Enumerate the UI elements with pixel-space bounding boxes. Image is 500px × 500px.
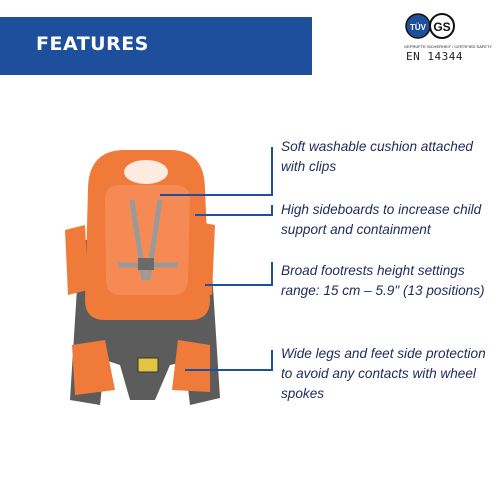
tuv-gs-cert-logo: TÜV GS (405, 13, 455, 39)
feature-leg-protection: Wide legs and feet side protection to av… (281, 346, 486, 401)
svg-text:GS: GS (433, 20, 450, 34)
feature-cushion: Soft washable cushion attached with clip… (281, 139, 473, 174)
banner-title: FEATURES (36, 33, 149, 55)
cert-standard: EN 14344 (406, 50, 463, 63)
features-banner: FEATURES (0, 17, 312, 75)
cert-fine-print: GEPRÜFTE SICHERHEIT / CERTIFIED SAFETY (404, 44, 493, 49)
bike-seat-image (65, 150, 220, 405)
feature-footrests: Broad footrests height settings range: 1… (281, 263, 485, 298)
svg-text:TÜV: TÜV (410, 23, 427, 32)
feature-sideboards: High sideboards to increase child suppor… (281, 202, 482, 237)
